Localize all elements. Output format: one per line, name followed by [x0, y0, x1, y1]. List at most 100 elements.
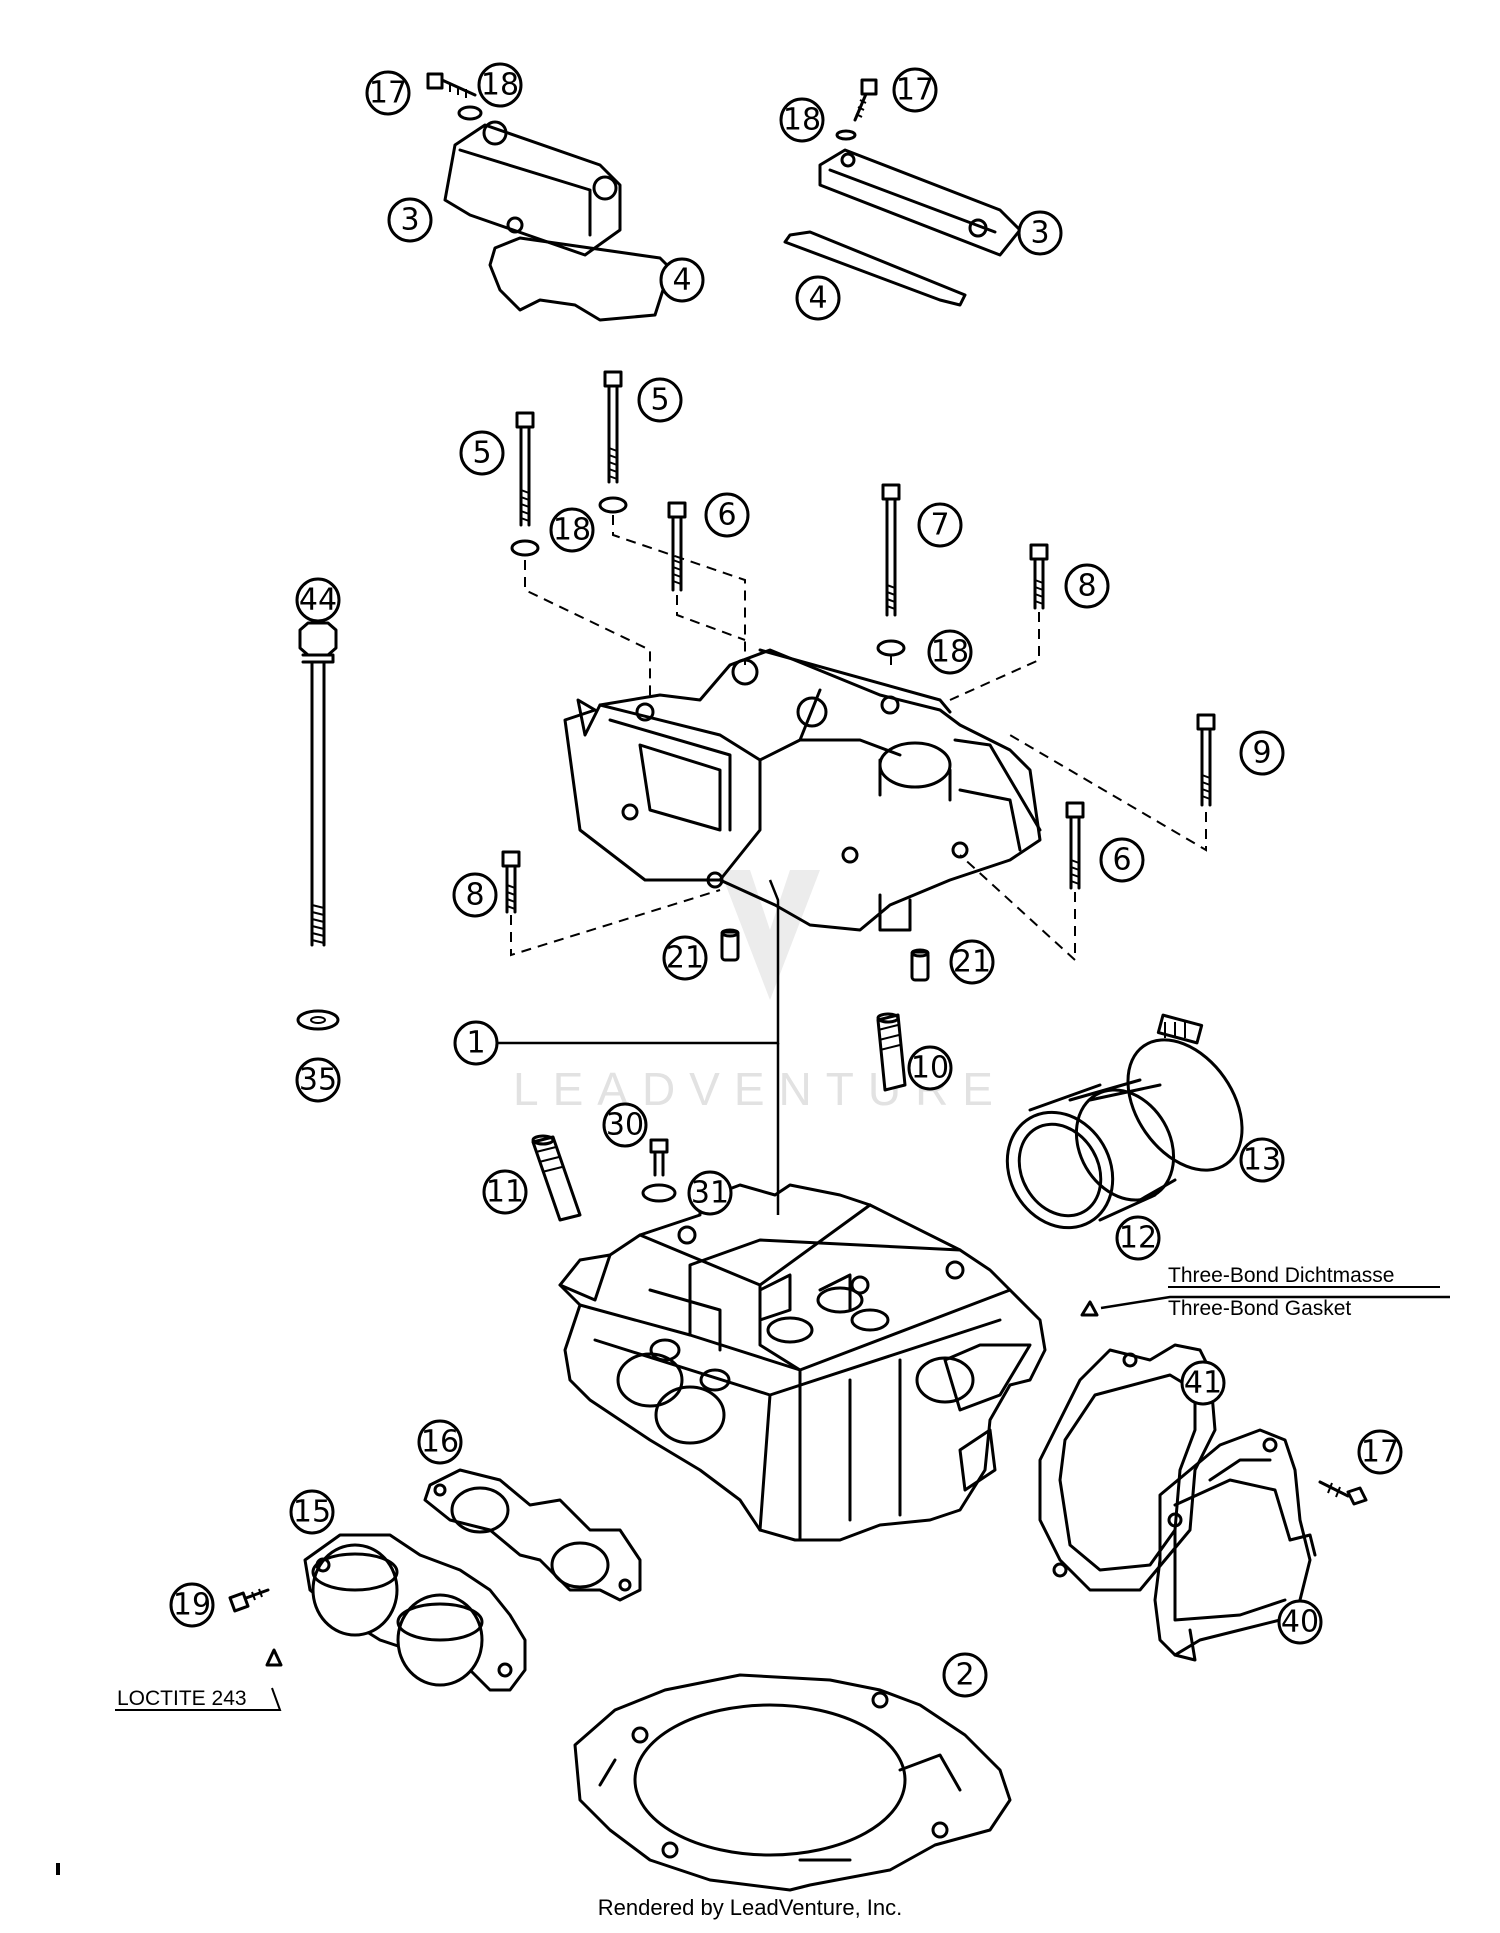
bolt-17b — [853, 78, 878, 122]
callout-number: 17 — [896, 73, 934, 108]
loctite-drop — [265, 1648, 283, 1667]
callout-circle — [417, 1419, 463, 1465]
callout-44: 44 — [295, 577, 341, 623]
callout-number: 18 — [783, 103, 821, 138]
callout-circle — [365, 70, 411, 116]
callout-9: 9 — [1239, 730, 1285, 776]
callout-number: 17 — [369, 76, 407, 111]
callout-number: 18 — [931, 635, 969, 670]
callout-1: 1 — [453, 1020, 499, 1066]
bolt-17c — [1318, 1480, 1368, 1506]
callout-circle — [704, 492, 750, 538]
callout-circle — [662, 935, 708, 981]
callout-number: 31 — [691, 1176, 729, 1211]
intake-flange-15 — [303, 1533, 527, 1692]
callout-circle — [942, 1652, 988, 1698]
callout-circle — [1115, 1215, 1161, 1261]
callout-17c: 17 — [1357, 1429, 1403, 1475]
callout-circle — [295, 577, 341, 623]
bolt-5a — [515, 411, 535, 527]
callout-12: 12 — [1115, 1215, 1161, 1261]
valve-guide-10 — [876, 1012, 907, 1092]
callout-circle — [289, 1489, 335, 1535]
callout-18a: 18 — [477, 62, 523, 108]
callout-11: 11 — [482, 1169, 528, 1215]
callout-circle — [1017, 210, 1063, 256]
washer-31 — [641, 1183, 677, 1203]
valve-cover-left — [443, 120, 622, 257]
cover-40 — [1153, 1428, 1317, 1662]
bolt-5b — [603, 370, 623, 484]
callout-21a: 21 — [662, 935, 708, 981]
callout-number: 21 — [666, 941, 704, 976]
dowel-21b — [910, 948, 930, 982]
intake-boot-12 — [1005, 1078, 1177, 1230]
callout-number: 16 — [421, 1425, 459, 1460]
callout-17b: 17 — [892, 67, 938, 113]
valve-cover-right — [818, 148, 1022, 257]
callout-circle — [1357, 1429, 1403, 1475]
three-bond-note-de: Three-Bond Dichtmasse — [1168, 1264, 1394, 1287]
bolt-7 — [881, 483, 901, 617]
callout-number: 21 — [953, 945, 991, 980]
callout-number: 10 — [911, 1051, 949, 1086]
valve-guide-11 — [531, 1134, 582, 1222]
callout-6b: 6 — [1099, 837, 1145, 883]
callout-41: 41 — [1180, 1360, 1226, 1406]
callout-3b: 3 — [1017, 210, 1063, 256]
washer-18a — [457, 105, 483, 121]
callout-10: 10 — [907, 1045, 953, 1091]
callout-circle — [453, 1020, 499, 1066]
callout-circle — [907, 1045, 953, 1091]
bolt-30 — [649, 1138, 669, 1177]
valve-cover-gasket-left — [488, 236, 672, 322]
callout-number: 15 — [293, 1495, 331, 1530]
washer-35 — [296, 1009, 340, 1031]
loctite-note-text: LOCTITE 243 — [117, 1687, 247, 1710]
hose-clamp-13 — [1126, 1013, 1244, 1172]
loctite-underline — [115, 1687, 282, 1711]
callout-circle — [795, 275, 841, 321]
solid-leaders — [494, 879, 780, 1215]
callout-circle — [927, 629, 973, 675]
callout-number: 8 — [465, 878, 484, 913]
callout-18c: 18 — [549, 507, 595, 553]
callout-circle — [477, 62, 523, 108]
callout-number: 4 — [808, 281, 827, 316]
callout-5a: 5 — [459, 430, 505, 476]
callout-number: 5 — [472, 436, 491, 471]
callout-circle — [1277, 1599, 1323, 1645]
washer-18c — [510, 539, 540, 557]
callout-number: 3 — [1030, 216, 1049, 251]
callout-4a: 4 — [659, 257, 705, 303]
callout-circle — [482, 1169, 528, 1215]
callout-number: 19 — [173, 1588, 211, 1623]
long-stud-44 — [298, 621, 338, 947]
cylinder-head — [558, 1183, 1047, 1542]
callout-circle — [917, 502, 963, 548]
washer-35-hole — [310, 1016, 326, 1024]
callout-circle — [892, 67, 938, 113]
bolt-8a — [1029, 543, 1049, 610]
sealant-dot — [1080, 1300, 1099, 1317]
callout-circle — [659, 257, 705, 303]
bolt-17a — [426, 72, 477, 98]
callout-18b: 18 — [779, 97, 825, 143]
callout-circle — [1239, 1137, 1285, 1183]
callout-19: 19 — [169, 1582, 215, 1628]
callout-number: 44 — [299, 583, 337, 618]
bolt-19 — [228, 1588, 270, 1613]
bolt-9 — [1196, 713, 1216, 807]
callout-31: 31 — [687, 1170, 733, 1216]
callout-circle — [1099, 837, 1145, 883]
washer-18d — [876, 639, 906, 657]
dashed-leaders — [510, 515, 1207, 963]
callout-8b: 8 — [452, 872, 498, 918]
callout-number: 6 — [1112, 843, 1131, 878]
callout-circle — [387, 197, 433, 243]
callout-number: 3 — [400, 203, 419, 238]
callout-circle — [295, 1057, 341, 1103]
bolt-8b — [501, 850, 521, 914]
callout-number: 30 — [606, 1108, 644, 1143]
